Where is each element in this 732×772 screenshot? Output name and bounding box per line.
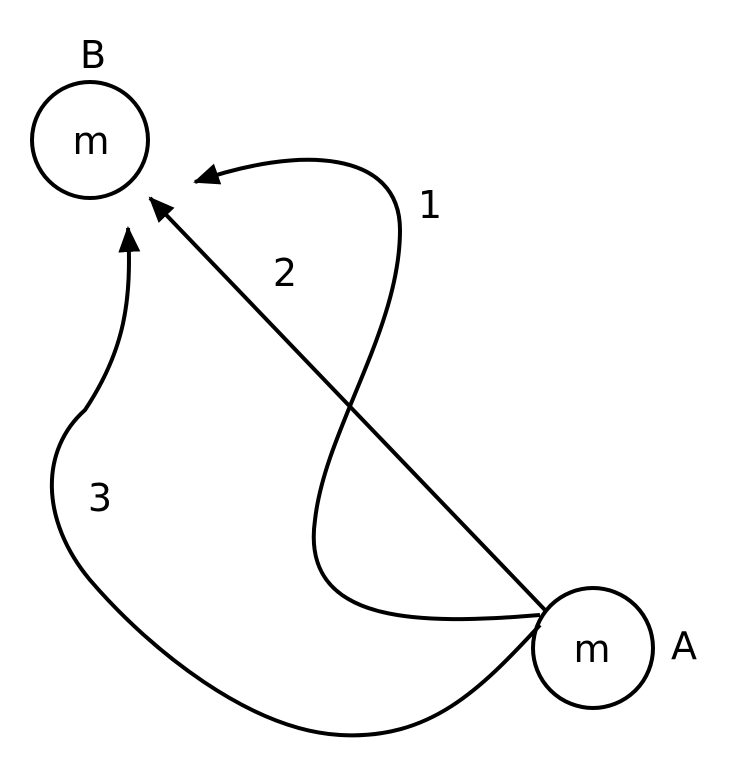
node-b-mass: m — [72, 119, 109, 163]
path-2-label: 2 — [273, 251, 297, 295]
path-1-arrow — [193, 157, 541, 622]
node-b-label: B — [80, 33, 106, 77]
node-a-mass: m — [573, 627, 610, 671]
node-b: m B — [30, 33, 150, 200]
node-a: m A — [531, 586, 697, 710]
path-2-arrow — [148, 196, 547, 612]
node-a-circle — [531, 586, 655, 710]
node-b-circle — [30, 80, 150, 200]
node-a-label: A — [671, 624, 697, 668]
path-3-label: 3 — [88, 476, 112, 520]
path-1-label: 1 — [418, 183, 442, 227]
path-3-arrow — [49, 226, 542, 738]
